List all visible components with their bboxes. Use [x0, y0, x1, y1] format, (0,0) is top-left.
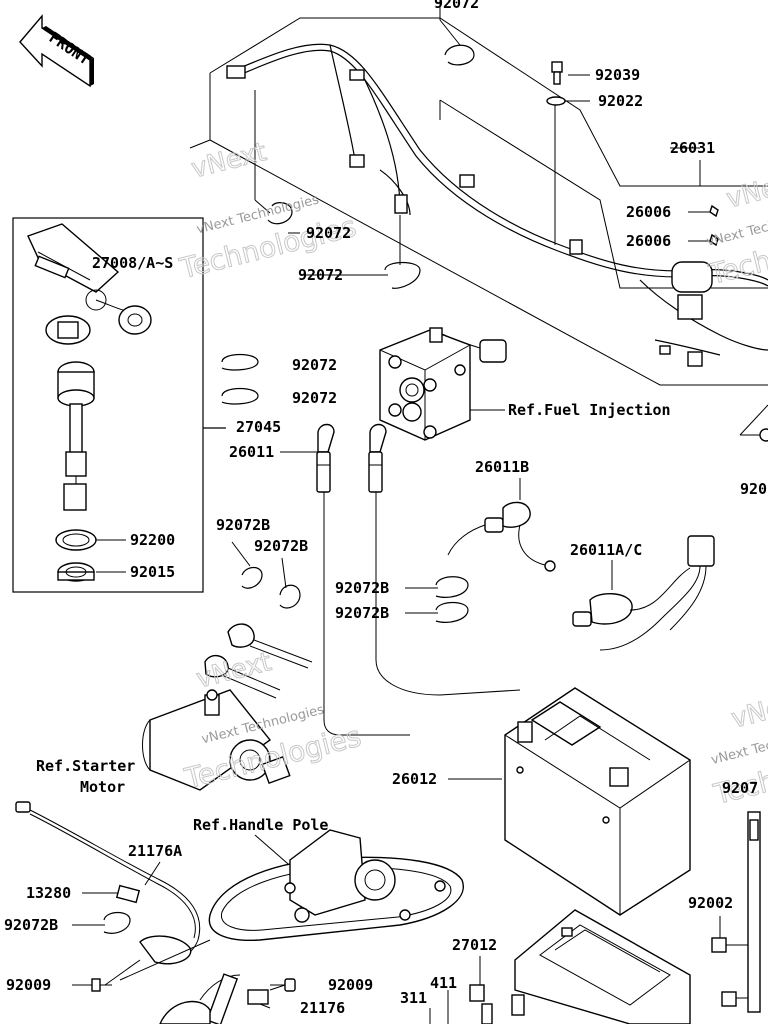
- watermark-1: vNext vNext Technologies Technologies: [175, 137, 359, 286]
- battery-strap: [711, 811, 761, 1013]
- harness-frame-lines: [189, 17, 768, 436]
- ignition-coil: [379, 327, 507, 441]
- label-27045: 27045: [236, 418, 281, 436]
- label-92072b-2: 92072B: [254, 537, 308, 555]
- label-ref-starter-motor: Motor: [80, 778, 125, 796]
- label-92039: 92039: [595, 66, 640, 84]
- clip-26006-b: [709, 233, 719, 247]
- label-411: 411: [430, 974, 457, 992]
- label-92072-a: 92072: [306, 224, 351, 242]
- label-13280: 13280: [26, 884, 71, 902]
- battery-26012: [504, 687, 691, 916]
- leader-lines: [72, 0, 721, 1009]
- label-27008: 27008/A~S: [92, 254, 173, 272]
- label-9207-right: 9207: [722, 779, 758, 797]
- label-92072b-5: 92072B: [4, 916, 58, 934]
- svg-text:vNext: vNext: [729, 687, 768, 734]
- label-92022: 92022: [598, 92, 643, 110]
- label-311: 311: [400, 989, 427, 1007]
- ignition-switch: [57, 361, 95, 511]
- label-ref-starter: Ref.Starter: [36, 757, 135, 775]
- part-labels: 92072 92039 92022 26031 26006 26006 2700…: [4, 0, 767, 1017]
- bolt-92009-left: [91, 978, 112, 992]
- handle-pole-assembly: [208, 829, 464, 942]
- front-arrow-icon: FRONT: [19, 14, 94, 88]
- label-21176: 21176: [300, 999, 345, 1017]
- washer-92022: [546, 96, 566, 106]
- spark-plug-cap-26011ac: [572, 535, 715, 651]
- battery-tray: [514, 909, 691, 1024]
- washer-92200: [55, 529, 97, 551]
- label-92072b-4: 92072B: [335, 604, 389, 622]
- label-26011ac: 26011A/C: [570, 541, 642, 559]
- bolt-92009-right: [269, 978, 296, 992]
- spark-plug-cap-26011b: [447, 501, 556, 572]
- starter-motor: [142, 623, 313, 791]
- screw-92039: [551, 61, 563, 85]
- spark-plug-cap-right: [368, 423, 387, 493]
- label-26031: 26031: [670, 139, 715, 157]
- svg-text:vNext: vNext: [724, 167, 768, 214]
- label-ref-fuel-injection: Ref.Fuel Injection: [508, 401, 671, 419]
- label-92002: 92002: [688, 894, 733, 912]
- label-26012: 26012: [392, 770, 437, 788]
- ignition-key: [27, 223, 152, 345]
- label-27012: 27012: [452, 936, 497, 954]
- label-92009-right: 92009: [328, 976, 373, 994]
- terminal-27012: [469, 984, 485, 1002]
- label-920-right: 920: [740, 480, 767, 498]
- label-92072-d: 92072: [292, 389, 337, 407]
- svg-text:vNext: vNext: [194, 647, 275, 694]
- clamps: [103, 44, 475, 934]
- label-26011b: 26011B: [475, 458, 529, 476]
- ignition-assembly-box: [12, 217, 204, 593]
- label-92072-c: 92072: [292, 356, 337, 374]
- label-21176a: 21176A: [128, 842, 182, 860]
- ground-terminal-21176: [159, 973, 269, 1024]
- label-92200: 92200: [130, 531, 175, 549]
- label-26006-b: 26006: [626, 232, 671, 250]
- ground-lead-21176a: [15, 801, 211, 986]
- main-wire-harness: [226, 43, 768, 367]
- label-92072b-1: 92072B: [216, 516, 270, 534]
- clip-26006-a: [709, 204, 719, 218]
- spark-plug-cap-left: [316, 423, 335, 493]
- label-92072-b: 92072: [298, 266, 343, 284]
- label-92072-top: 92072: [434, 0, 479, 12]
- label-92015: 92015: [130, 563, 175, 581]
- label-26011: 26011: [229, 443, 274, 461]
- label-26006-a: 26006: [626, 203, 671, 221]
- label-92072b-3: 92072B: [335, 579, 389, 597]
- label-92009-left: 92009: [6, 976, 51, 994]
- label-ref-handle-pole: Ref.Handle Pole: [193, 816, 328, 834]
